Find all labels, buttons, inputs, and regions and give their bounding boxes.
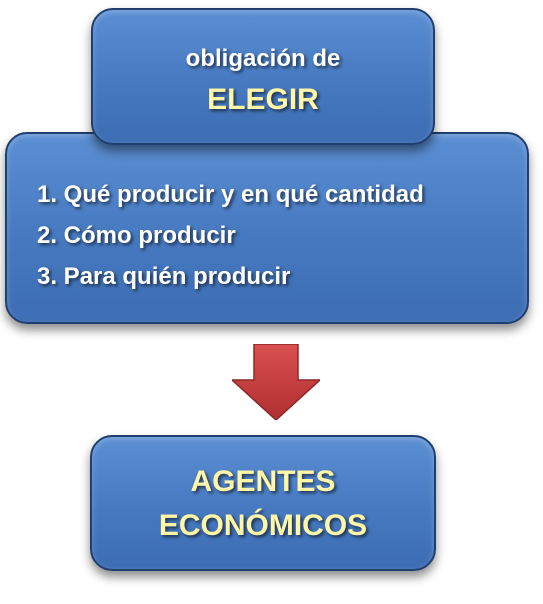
list-item: 2. Cómo producir [37, 222, 236, 249]
list-item: 3. Para quién producir [37, 263, 291, 290]
economic-agents-box: AGENTES ECONÓMICOS [90, 435, 436, 571]
economic-label: ECONÓMICOS [158, 509, 368, 542]
choose-label: ELEGIR [207, 83, 319, 116]
obligation-box: obligación de ELEGIR [91, 8, 435, 145]
down-arrow-icon [232, 344, 320, 420]
obligation-label: obligación de [185, 45, 341, 72]
questions-box: 1. Qué producir y en qué cantidad 2. Cóm… [5, 132, 529, 324]
questions-list: 1. Qué producir y en qué cantidad 2. Cóm… [37, 174, 424, 297]
agents-label: AGENTES [190, 465, 336, 498]
list-item: 1. Qué producir y en qué cantidad [37, 181, 424, 208]
